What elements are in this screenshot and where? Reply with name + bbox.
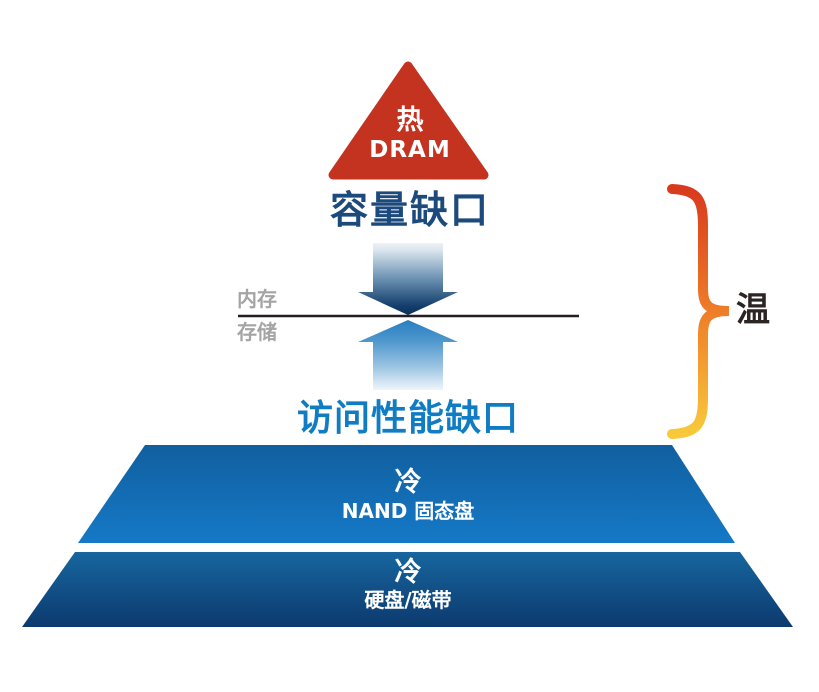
hdd-temperature-label: 冷: [394, 557, 422, 588]
hdd-trapezoid: [22, 552, 793, 627]
nand-trapezoid: [78, 445, 735, 543]
nand-temperature-label: 冷: [394, 467, 422, 498]
hdd-name-label: 硬盘/磁带: [364, 588, 452, 612]
warm-brace: [667, 184, 730, 439]
down-arrow: [358, 243, 458, 315]
up-arrow: [358, 320, 458, 390]
memory-label: 内存: [237, 287, 277, 311]
dram-triangle: [328, 61, 489, 180]
storage-label: 存储: [237, 320, 277, 344]
warm-brace-label: 温: [736, 290, 770, 330]
nand-name-label: NAND 固态盘: [341, 499, 475, 523]
performance-gap-label: 访问性能缺口: [296, 398, 519, 439]
capacity-gap-label: 容量缺口: [329, 188, 490, 232]
dram-temperature-label: 热: [396, 105, 424, 136]
dram-name-label: DRAM: [369, 137, 451, 163]
